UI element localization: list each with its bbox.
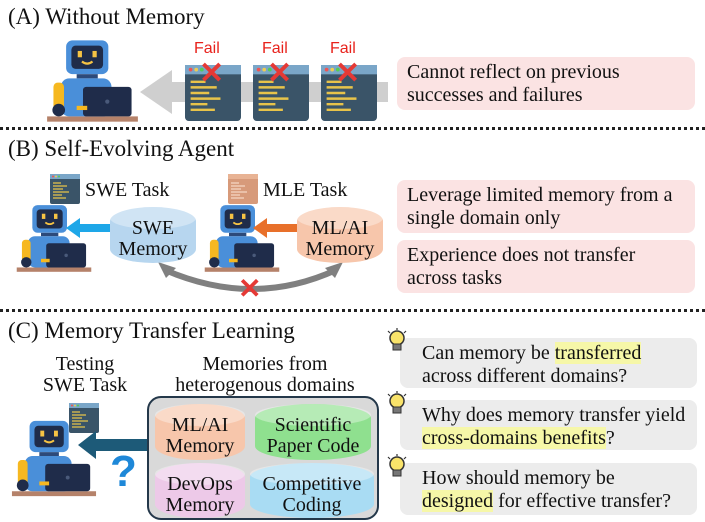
lightbulb-icon: [387, 454, 407, 480]
red-x-icon: ✕: [335, 57, 361, 90]
red-x-icon: ✕: [199, 57, 225, 90]
memories-label: Memories from heterogenous domains: [175, 353, 355, 396]
testing-swe-task-label: Testing SWE Task: [42, 353, 128, 396]
note-limited-memory: Leverage limited memory from a single do…: [397, 180, 695, 233]
divider: [0, 127, 705, 130]
lightbulb-icon: [387, 391, 407, 417]
divider: [0, 309, 705, 312]
swe-memory-cylinder: SWE Memory: [110, 207, 196, 263]
question-transferability: Can memory be transferred across differe…: [400, 338, 697, 388]
fail-label: Fail: [194, 40, 220, 57]
teal-arrow-left: [78, 431, 150, 459]
section-b-title: (B) Self-Evolving Agent: [8, 136, 235, 161]
fail-label: Fail: [262, 40, 288, 57]
orange-arrow-left: [253, 218, 299, 238]
mle-task-label: MLE Task: [263, 179, 348, 201]
robot-icon: [45, 38, 140, 123]
red-x-icon: ✕: [267, 57, 293, 90]
lightbulb-icon: [387, 328, 407, 354]
mlai-memory-cylinder: ML/AI Memory: [155, 404, 245, 460]
note-no-reflection: Cannot reflect on previous successes and…: [397, 57, 695, 110]
mlai-memory-cylinder: ML/AI Memory: [297, 207, 383, 263]
question-benefits: Why does memory transfer yield cross-dom…: [400, 400, 697, 450]
blue-arrow-left: [66, 218, 112, 238]
devops-memory-cylinder: DevOps Memory: [155, 463, 245, 518]
swe-task-label: SWE Task: [85, 179, 170, 201]
gray-double-arrow: [163, 267, 338, 292]
section-c-title: (C) Memory Transfer Learning: [8, 318, 295, 343]
note-no-transfer: Experience does not transfer across task…: [397, 240, 695, 293]
red-x-icon: ✕: [238, 273, 262, 304]
competitive-coding-cylinder: Competitive Coding: [250, 463, 374, 518]
arrows: [66, 218, 343, 292]
section-a-title: (A) Without Memory: [8, 4, 205, 29]
scientific-paper-code-cylinder: Scientific Paper Code: [255, 404, 371, 460]
fail-label: Fail: [330, 40, 356, 57]
question-mark-icon: ?: [110, 447, 137, 496]
question-design: How should memory be designed for effect…: [400, 463, 697, 515]
